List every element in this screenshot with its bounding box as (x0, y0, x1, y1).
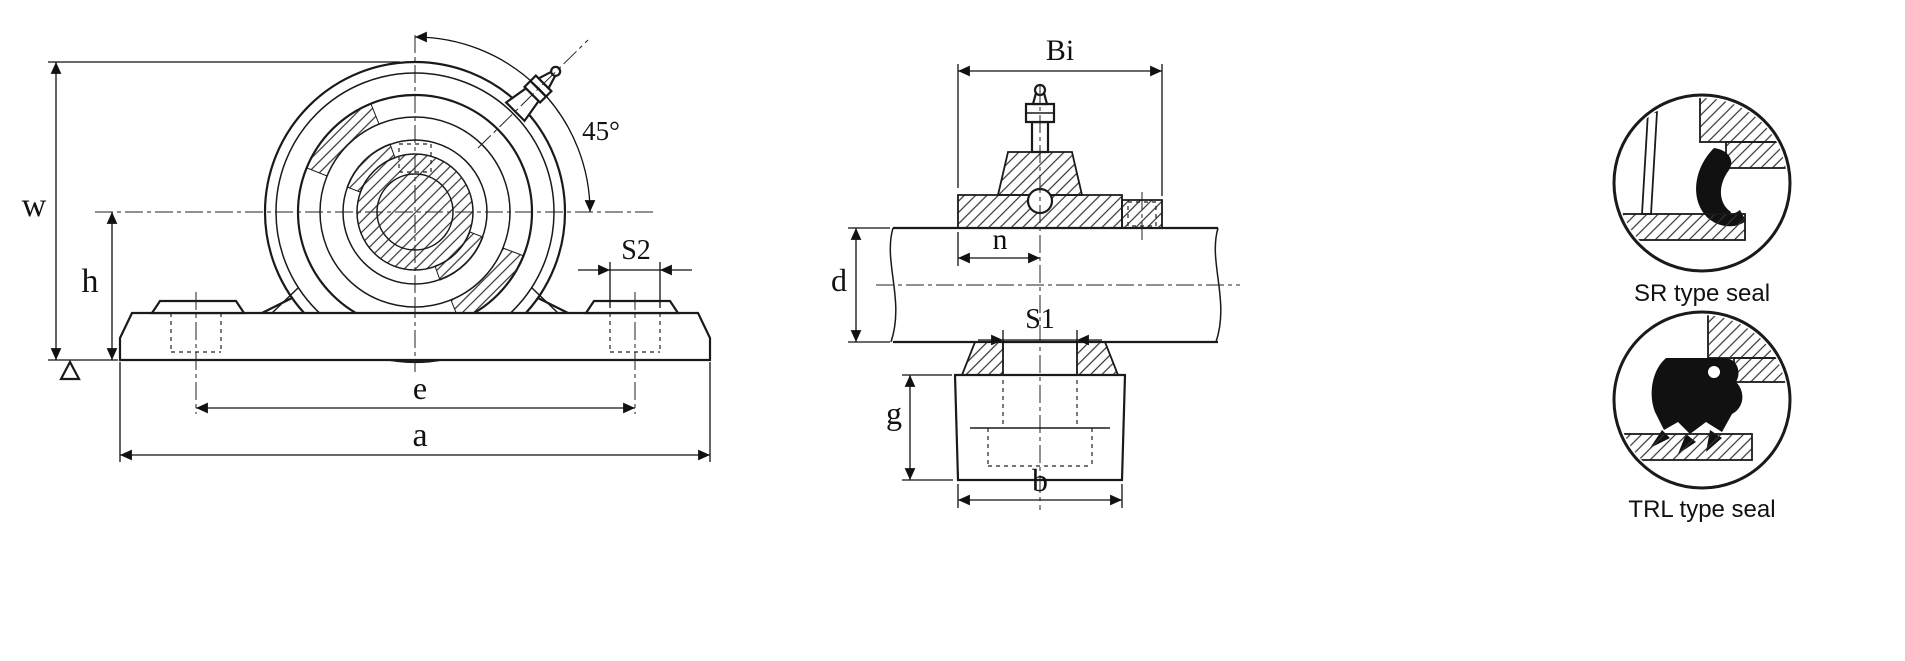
dim-label-h: h (82, 263, 99, 300)
neck-right-section (1076, 341, 1120, 376)
sr-seal-label: SR type seal (1634, 280, 1770, 307)
right-foot-pad (583, 299, 681, 315)
sr-outer-ring-step (1725, 141, 1787, 169)
bi-ext (957, 64, 1163, 196)
trl-seal-label: TRL type seal (1628, 496, 1775, 523)
side-view: Bi n d S1 g b (831, 34, 1240, 510)
sr-seal-lip (1696, 148, 1732, 222)
trl-inner-ring-section (1617, 433, 1753, 461)
front-view: 45° w h S2 e a (22, 31, 712, 462)
dim-label-bi: Bi (1046, 34, 1074, 67)
base-recess-hidden (987, 428, 1093, 467)
dim-label-a: a (412, 417, 427, 454)
inner-ring-hatch-lower (434, 231, 484, 281)
side-grease-fitting (1024, 83, 1056, 154)
grease-boss-section (996, 151, 1084, 196)
left-shoulder (261, 297, 293, 314)
dim-label-w: w (22, 187, 47, 224)
dim-label-b: b (1032, 462, 1048, 498)
outer-ring-hatch-lower (450, 247, 525, 321)
dim-label-g: g (886, 395, 902, 431)
dim-label-n: n (993, 223, 1008, 256)
angle-dim-arc (414, 31, 596, 213)
dim-label-d: d (831, 262, 847, 298)
shaft-break-right (1214, 227, 1222, 343)
s1-slot-hidden (1002, 348, 1078, 428)
neck-left-section (960, 341, 1004, 376)
inner-ring-hatch-upper (346, 143, 396, 193)
dim-label-s1: S1 (1025, 304, 1055, 335)
trl-garter-spring (1706, 364, 1722, 380)
trl-seal-section (1617, 315, 1787, 461)
right-shoulder-inner (531, 287, 559, 314)
left-shoulder-inner (271, 287, 299, 314)
right-shoulder (537, 297, 569, 314)
outer-ring-hatch-upper (306, 103, 380, 177)
left-foot-pad (149, 299, 247, 315)
dim-label-angle: 45° (582, 116, 620, 146)
dim-label-e: e (413, 370, 427, 406)
shaft-break-left (889, 227, 897, 343)
a-ext (119, 362, 711, 462)
dim-label-s2: S2 (621, 235, 651, 266)
seal-detail-sr: SR type seal (1612, 93, 1792, 307)
datum-triangle (59, 359, 81, 381)
sr-inner-ring-section (1617, 213, 1746, 241)
seal-detail-trl: TRL type seal (1612, 310, 1792, 523)
